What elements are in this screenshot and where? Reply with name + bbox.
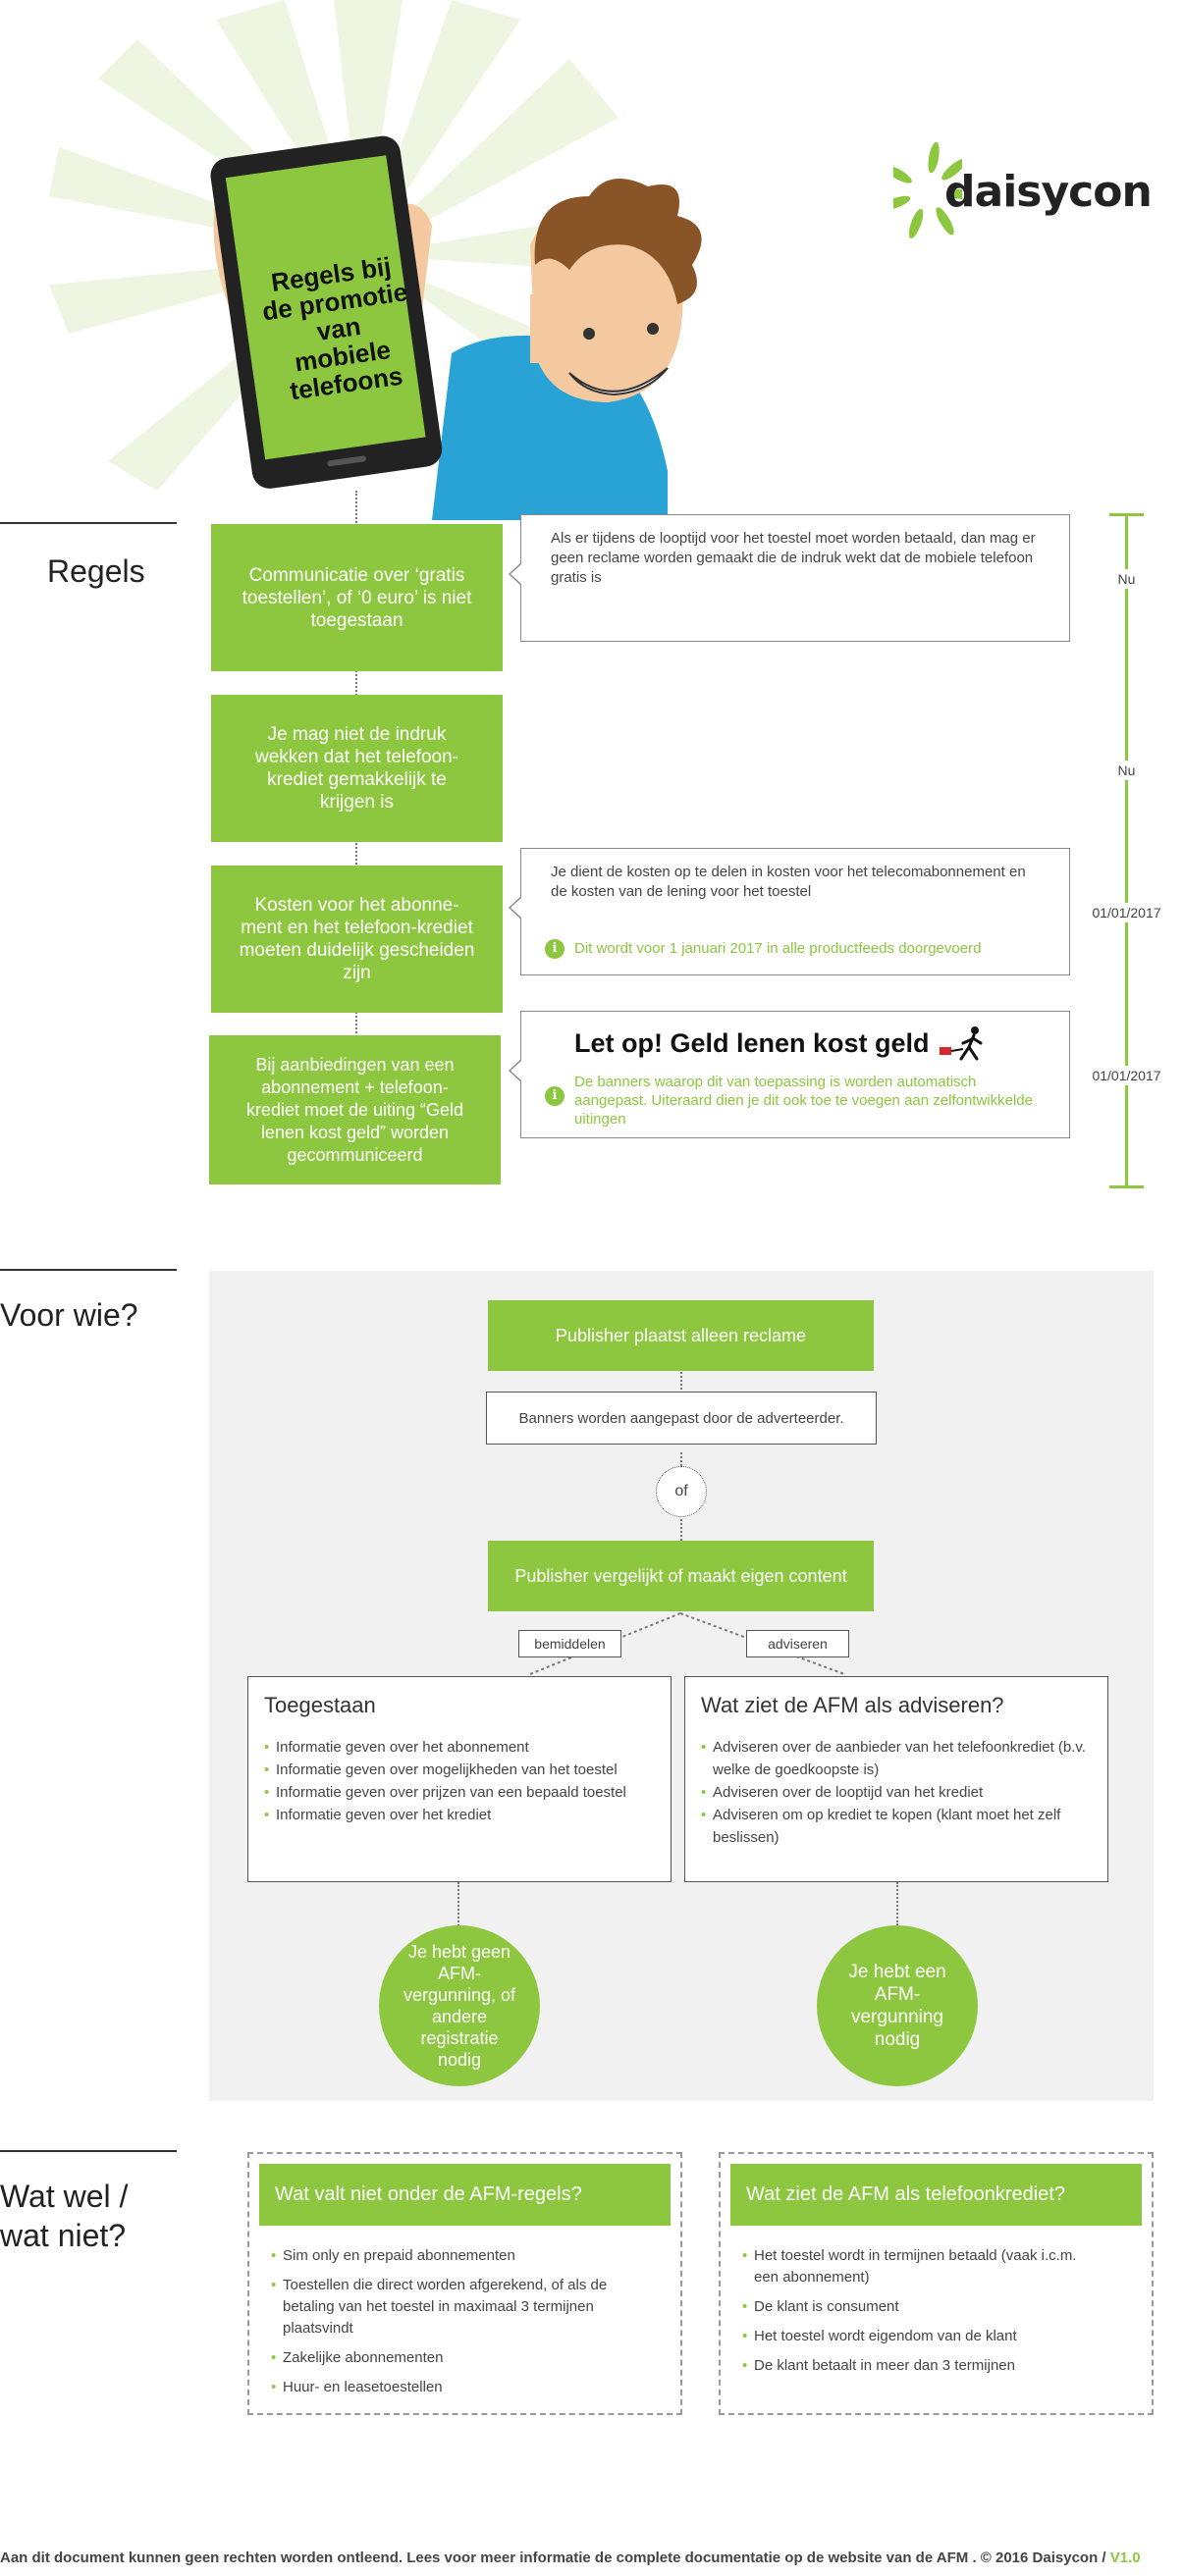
branch-label-adviseren: adviseren [746,1630,849,1657]
or-circle: of [656,1466,707,1517]
advice-card: Wat ziet de AFM als adviseren? Adviseren… [684,1676,1108,1882]
list-item: Informatie geven over het krediet [264,1804,655,1826]
rule-note-4-text: De banners waarop dit van toepassing is … [574,1074,1033,1128]
section-title-line-2: wat niet? [0,2218,127,2253]
rule-box-2: Je mag niet de indruk wekken dat het tel… [211,695,503,842]
branch-label-bemiddelen: bemiddelen [518,1630,621,1657]
daisycon-logo: daisycon [893,137,1153,245]
list-item: Informatie geven over prijzen van een be… [264,1781,655,1804]
rule-box-1: Communicatie over ‘gratis toestellen’, o… [211,524,503,671]
section-divider-wat-wel [0,2150,177,2152]
list-item: De klant betaalt in meer dan 3 termijnen [742,2355,1130,2377]
list-item: Adviseren om op krediet te kopen (klant … [701,1804,1092,1849]
info-icon: i [545,939,565,959]
publisher-content-box: Publisher vergelijkt of maakt eigen cont… [488,1541,874,1611]
phone-credit-title: Wat ziet de AFM als telefoonkrediet? [730,2164,1142,2226]
advice-title: Wat ziet de AFM als adviseren? [701,1693,1004,1717]
section-title-regels: Regels [47,553,145,589]
phone-credit-list: Het toestel wordt in termijnen betaald (… [721,2226,1152,2396]
not-under-afm-title: Wat valt niet onder de AFM-regels? [259,2164,671,2226]
section-divider-regels [0,522,177,524]
footer-text: Aan dit document kunnen geen rechten wor… [0,2550,1106,2566]
result-license-needed: Je hebt een AFM-vergunning nodig [817,1925,978,2086]
section-divider-voor-wie [0,1269,177,1271]
list-item: Toestellen die direct worden afgerekend,… [271,2275,659,2339]
rule-note-3: i Dit wordt voor 1 januari 2017 in alle … [545,939,1049,959]
banners-note-box: Banners worden aangepast door de adverte… [486,1392,877,1445]
rule-detail-4: Let op! Geld lenen kost geld i De banner… [509,1011,1070,1138]
logo-text: daisycon [944,167,1153,217]
rule-detail-1-text: Als er tijdens de looptijd voor het toes… [551,530,1036,586]
footer-version: V1.0 [1109,2550,1141,2566]
list-item: De klant is consument [742,2296,1130,2318]
rule-detail-1: Als er tijdens de looptijd voor het toes… [509,514,1070,642]
publisher-ads-box: Publisher plaatst alleen reclame [488,1300,874,1371]
result-no-license: Je hebt geen AFM-vergunning, of andere r… [379,1925,540,2086]
allowed-title: Toegestaan [264,1693,376,1717]
rule-headline-4: Let op! Geld lenen kost geld [574,1028,930,1058]
rule-detail-3-text: Je dient de kosten op te delen in kosten… [551,864,1026,900]
not-under-afm-card: Wat valt niet onder de AFM-regels? Sim o… [247,2152,682,2415]
section-title-voor-wie: Voor wie? [0,1297,138,1333]
hero-illustration [49,0,702,520]
info-icon: i [545,1086,565,1106]
timeline-cap-top [1109,513,1144,516]
allowed-card: Toegestaan Informatie geven over het abo… [247,1676,672,1882]
flow-connector-right [896,1882,898,1925]
list-item: Informatie geven over het abonnement [264,1736,655,1759]
list-item: Adviseren over de looptijd van het kredi… [701,1781,1092,1804]
list-item: Het toestel wordt eigendom van de klant [742,2326,1130,2347]
list-item: Zakelijke abonnementen [271,2347,659,2369]
footer: Aan dit document kunnen geen rechten wor… [0,2550,1183,2566]
rule-box-4: Bij aanbiedingen van een abonnement + te… [209,1035,501,1184]
timeline-date-3: 01/01/2017 [1070,903,1183,922]
phone-screen [225,155,426,460]
rule-box-3: Kosten voor het abonne-ment en het telef… [211,866,503,1013]
phone-credit-card: Wat ziet de AFM als telefoonkrediet? Het… [719,2152,1154,2415]
list-item: Informatie geven over mogelijkheden van … [264,1759,655,1781]
allowed-list: Informatie geven over het abonnement Inf… [264,1736,655,1826]
advice-list: Adviseren over de aanbieder van het tele… [701,1736,1092,1849]
hero-phone-text: Regels bij de promotie van mobiele telef… [260,251,409,406]
flow-connector-left [457,1882,459,1929]
rule-note-3-text: Dit wordt voor 1 januari 2017 in alle pr… [574,940,982,957]
timeline-cap-bottom [1109,1185,1144,1188]
list-item: Adviseren over de aanbieder van het tele… [701,1736,1092,1781]
timeline-date-2: Nu [1070,761,1183,780]
person-hair [534,179,702,304]
timeline-bar [1125,514,1128,1187]
list-item: Het toestel wordt in termijnen betaald (… [742,2245,1130,2288]
daisy-flower-icon [893,141,962,239]
section-title-wat-wel: Wat wel / wat niet? [0,2177,128,2255]
section-title-line-1: Wat wel / [0,2179,129,2214]
rule-detail-3: Je dient de kosten op te delen in kosten… [509,848,1070,975]
list-item: Sim only en prepaid abonnementen [271,2245,659,2267]
running-man-icon [939,1026,983,1061]
list-item: Huur- en leasetoestellen [271,2377,659,2398]
timeline-date-4: 01/01/2017 [1070,1066,1183,1085]
timeline-date-1: Nu [1070,569,1183,589]
not-under-afm-list: Sim only en prepaid abonnementen Toestel… [249,2226,680,2418]
rule-note-4: i De banners waarop dit van toepassing i… [545,1073,1040,1129]
